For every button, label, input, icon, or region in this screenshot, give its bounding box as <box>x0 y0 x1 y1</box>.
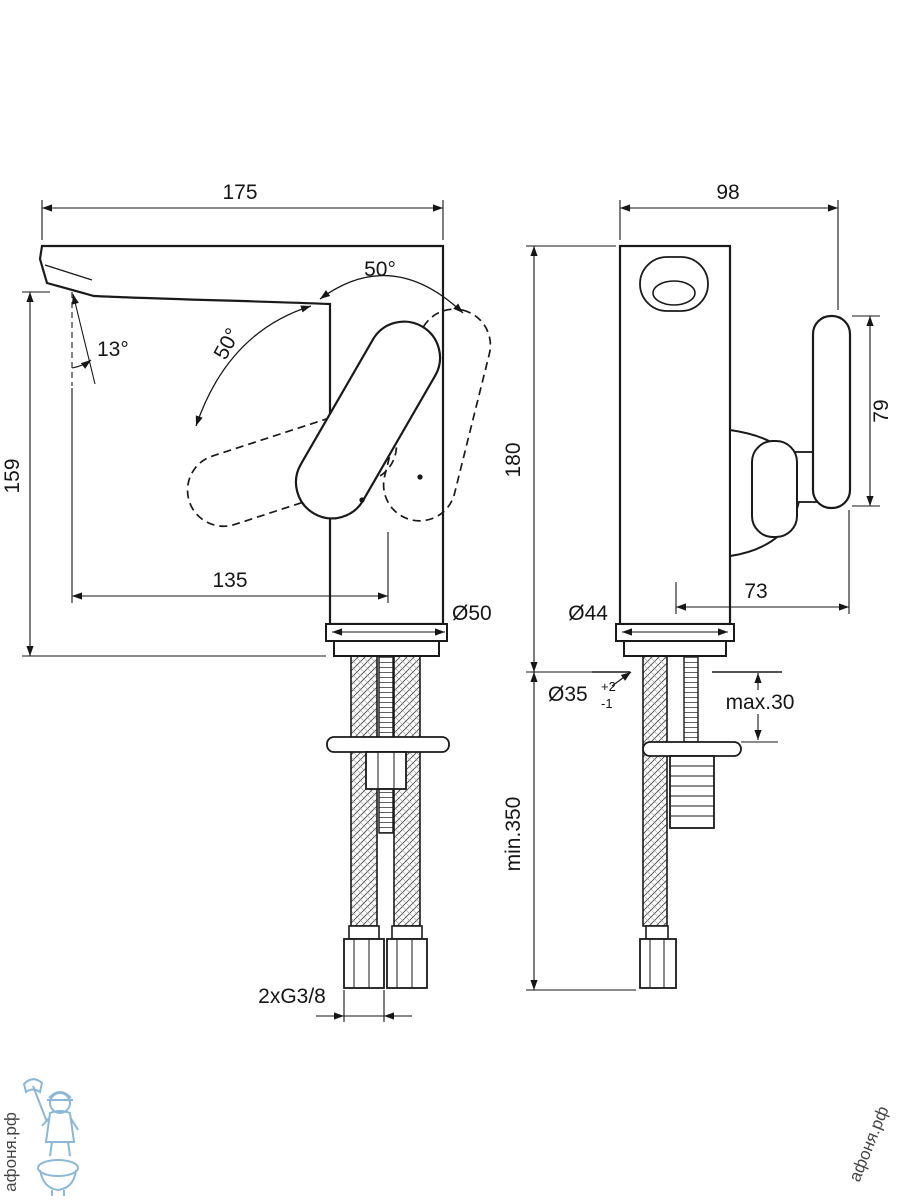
hose-nut-left <box>343 925 385 989</box>
fixing-nut-side <box>669 755 715 829</box>
handle-lever <box>294 320 442 520</box>
swing-arc-left <box>195 305 312 427</box>
dim-79-label: 79 <box>870 399 893 422</box>
handle-blade-side <box>811 314 852 510</box>
dim-135-label: 135 <box>212 569 247 592</box>
handle-ghost-right <box>382 308 492 522</box>
base-plate <box>333 640 440 657</box>
fixing-washer <box>326 736 450 753</box>
handle-pivot-cap <box>751 440 798 538</box>
side-view-dimensions <box>526 200 880 991</box>
aerator-slot <box>55 284 86 294</box>
swing-arc-right <box>319 274 464 314</box>
plumber-legs <box>49 1141 71 1157</box>
supply-hose-right <box>393 655 421 927</box>
dim-hose-thread-label: 2xG3/8 <box>258 985 326 1008</box>
plunger-cup <box>22 1078 44 1094</box>
plumber-body <box>44 1110 76 1143</box>
spout-opening <box>639 256 709 312</box>
plumber-logo <box>22 1078 79 1196</box>
fixing-washer-side <box>642 741 742 757</box>
plumber-arms <box>41 1116 79 1131</box>
handle-ghost-pin-dot <box>417 474 423 480</box>
fixing-nut <box>365 751 407 790</box>
hose-nut-right <box>386 925 428 989</box>
hose-nut-side <box>639 925 677 989</box>
supply-hose-left <box>350 655 378 927</box>
threaded-shank-side <box>683 655 699 743</box>
dim-50-right-label: 50° <box>364 258 396 281</box>
handle-pin-dot <box>359 497 365 503</box>
dim-175-label: 175 <box>222 181 257 204</box>
front-view <box>38 244 492 989</box>
dim-13-label: 13° <box>97 338 129 361</box>
aerator-opening <box>652 280 696 306</box>
dim-min350-label: min.350 <box>502 797 525 872</box>
dim-o35-label: Ø35 <box>548 683 588 706</box>
dim-o44-label: Ø44 <box>568 602 608 625</box>
threaded-shank-end <box>378 788 394 834</box>
dim-73-label: 73 <box>744 580 767 603</box>
front-view-dimensions <box>22 200 445 1022</box>
spout-angle-arc <box>71 359 92 369</box>
dim-o50-label: Ø50 <box>452 602 492 625</box>
watermark-left: афоня.рф <box>1 1112 20 1192</box>
toilet-bowl <box>39 1169 77 1192</box>
dimension-labels: 175 50° 50° 13° 159 135 Ø50 2xG3/8 98 18… <box>1 181 893 1008</box>
side-view <box>592 244 852 989</box>
supply-hose-side <box>642 655 668 927</box>
toilet-base <box>51 1190 65 1196</box>
dim-o35-tol-minus: -1 <box>601 696 613 711</box>
toilet-seat <box>37 1159 79 1177</box>
dim-max30-label: max.30 <box>726 691 795 714</box>
dim-98-label: 98 <box>716 181 739 204</box>
dim-180-label: 180 <box>502 442 525 477</box>
plumber-cap <box>47 1091 73 1101</box>
plunger-handle <box>32 1085 48 1123</box>
base-plate-side <box>623 640 727 657</box>
spout-angle-line <box>71 293 96 385</box>
dim-159-label: 159 <box>1 458 24 493</box>
aerator-line <box>44 264 93 281</box>
dim-o35-tol-plus: +2 <box>601 679 616 694</box>
